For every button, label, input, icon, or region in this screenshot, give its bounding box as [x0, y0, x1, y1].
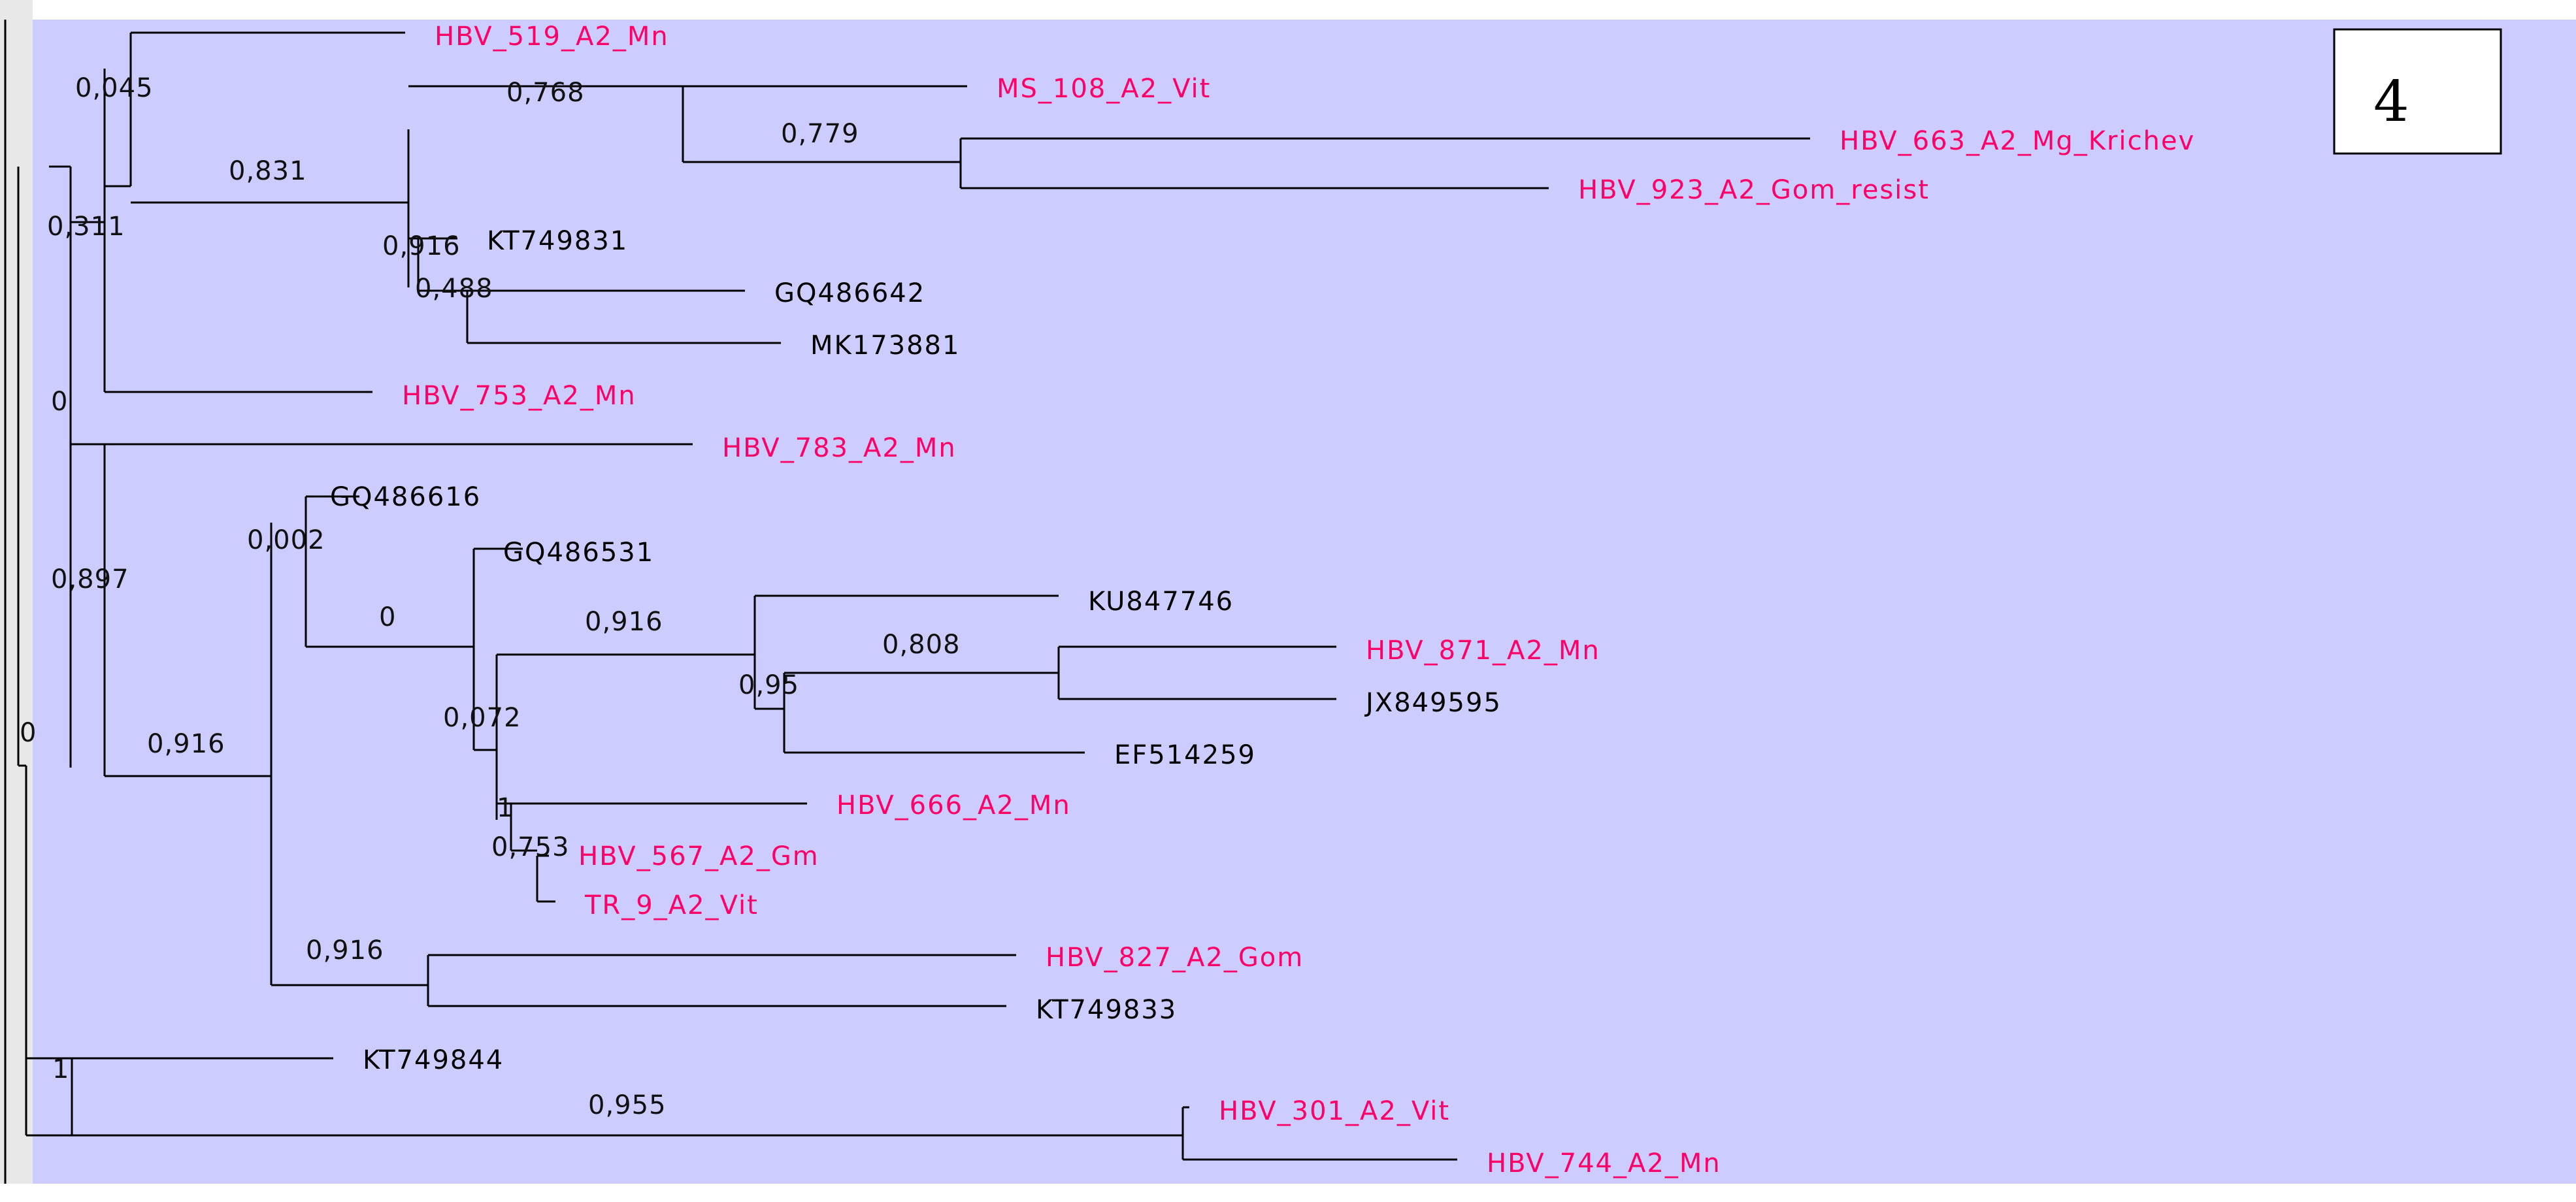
leaf-label: TR_9_A2_Vit [584, 890, 759, 920]
support-value: 0,311 [47, 212, 125, 242]
leaf-label: KT749833 [1036, 995, 1177, 1025]
support-value: 0,831 [229, 156, 307, 186]
support-value: 0,779 [781, 119, 859, 149]
support-value: 0,753 [491, 832, 570, 862]
support-value: 0,95 [738, 670, 799, 700]
support-values: 0,045 0,768 0,779 0,831 0,311 0,916 0,488 0 0,00… [20, 73, 961, 1120]
support-value: 0,002 [247, 525, 325, 555]
support-value: 0,955 [588, 1090, 667, 1120]
support-value: 0,488 [415, 274, 493, 304]
leaf-label: JX849595 [1364, 688, 1502, 718]
support-value: 0,045 [75, 73, 154, 103]
support-value: 0,916 [306, 935, 384, 966]
leaf-label: KU847746 [1088, 587, 1234, 617]
leaf-label: GQ486642 [774, 278, 925, 308]
leaf-label: KT749844 [363, 1045, 504, 1075]
leaf-label: GQ486616 [330, 482, 481, 512]
tree-canvas [33, 20, 2576, 1184]
tree-branches [17, 31, 1810, 1161]
panel-number-box: 4 [2333, 28, 2502, 155]
leaf-label: HBV_567_A2_Gm [578, 841, 819, 871]
support-value: 0 [379, 602, 396, 632]
support-value: 0,072 [443, 703, 521, 733]
leaf-label: HBV_519_A2_Mn [435, 22, 669, 52]
leaf-label: MS_108_A2_Vit [997, 74, 1211, 104]
support-value: 1 [497, 793, 514, 823]
support-value: 0 [20, 718, 37, 748]
leaf-label: EF514259 [1114, 740, 1256, 770]
leaf-labels: HBV_519_A2_MnMS_108_A2_VitHBV_663_A2_Mg_… [330, 22, 2195, 1178]
support-value: 0,916 [382, 231, 461, 261]
leaf-label: HBV_827_A2_Gom [1046, 943, 1304, 973]
leaf-label: MK173881 [810, 331, 960, 361]
support-value: 0,916 [585, 607, 663, 637]
leaf-label: HBV_744_A2_Mn [1487, 1148, 1721, 1178]
leaf-label: KT749831 [487, 226, 628, 256]
support-value: 0,808 [882, 630, 961, 660]
leaf-label: HBV_871_A2_Mn [1366, 636, 1600, 666]
leaf-label: HBV_753_A2_Mn [402, 381, 636, 411]
panel-number: 4 [2373, 69, 2409, 135]
leaf-label: HBV_666_A2_Mn [836, 790, 1071, 820]
support-value: 0,897 [51, 564, 129, 594]
support-value: 0,916 [147, 729, 225, 759]
support-value: 1 [52, 1054, 69, 1084]
leaf-label: HBV_301_A2_Vit [1219, 1096, 1450, 1126]
support-value: 0,768 [506, 78, 585, 108]
leaf-label: GQ486531 [503, 538, 654, 568]
support-value: 0 [51, 387, 68, 417]
leaf-label: HBV_923_A2_Gom_resist [1578, 175, 1930, 205]
leaf-label: HBV_783_A2_Mn [722, 433, 957, 463]
leaf-label: HBV_663_A2_Mg_Krichev [1840, 126, 2195, 156]
